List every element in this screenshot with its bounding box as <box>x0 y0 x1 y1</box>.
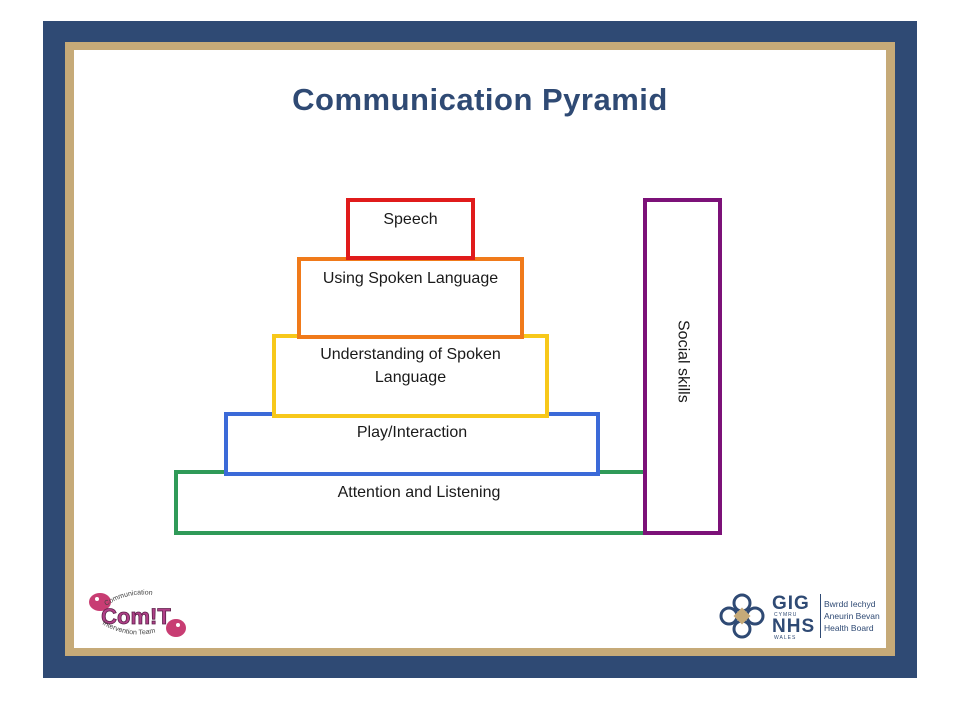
tier-using-spoken-language: Using Spoken Language <box>297 257 524 339</box>
tier-label: Speech <box>383 211 438 228</box>
tier-label: Understanding of Spoken Language <box>320 346 501 386</box>
tier-label: Play/Interaction <box>356 424 468 441</box>
health-board-name: Bwrdd Iechyd Aneurin Bevan Health Board <box>824 598 880 634</box>
page-title: Communication Pyramid <box>292 82 668 117</box>
tier-label: Using Spoken Language <box>322 270 499 287</box>
board-line: Aneurin Bevan <box>824 611 880 621</box>
cymru-text: CYMRU <box>774 612 798 618</box>
social-skills-bar: Social skills <box>643 198 722 535</box>
tier-play-interaction: Play/Interaction <box>224 412 600 476</box>
tier-attention-listening: Attention and Listening <box>174 470 664 535</box>
nhs-text: NHS <box>772 616 816 637</box>
wales-text: WALES <box>774 635 797 641</box>
nhs-wales-logo: GIG CYMRU NHS WALES Bwrdd Iechyd Aneurin… <box>716 590 886 642</box>
tier-understanding-spoken-language: Understanding of Spoken Language <box>272 334 549 418</box>
social-skills-label: Social skills <box>674 320 692 403</box>
celtic-knot-icon <box>719 593 765 639</box>
svg-text:Com!T: Com!T <box>101 604 171 629</box>
logo-divider <box>820 594 821 638</box>
comit-logo: Com!T Communication Intervention Team <box>84 582 194 644</box>
board-line: Bwrdd Iechyd <box>824 599 876 609</box>
tier-label: Attention and Listening <box>337 484 501 501</box>
tier-speech: Speech <box>346 198 475 260</box>
board-line: Health Board <box>824 623 874 633</box>
gig-text: GIG <box>772 593 810 614</box>
